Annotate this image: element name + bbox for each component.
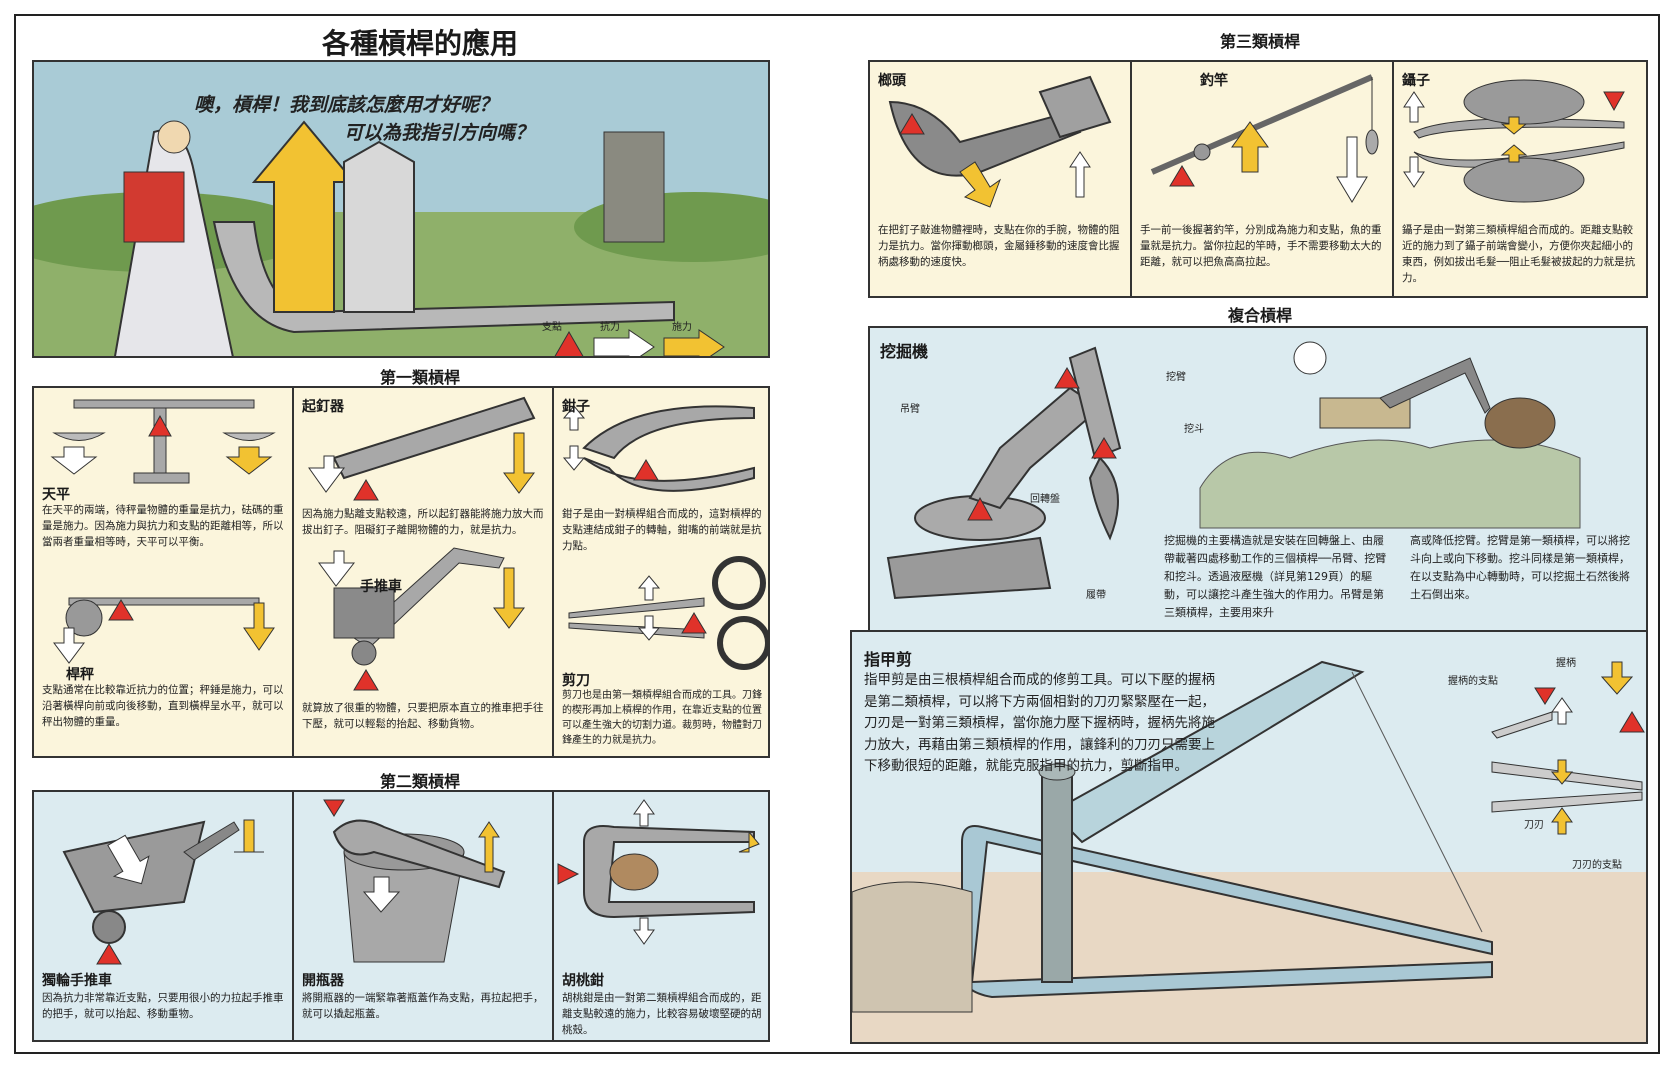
rod-illustration bbox=[1150, 74, 1379, 203]
label-track: 履帶 bbox=[1086, 590, 1106, 601]
nutcracker-title: 胡桃鉗 bbox=[562, 973, 604, 989]
nailpuller-illustration bbox=[308, 396, 536, 691]
label-blade: 刀刃 bbox=[1524, 820, 1544, 831]
cell-fishing-rod: 釣竿 手一前一後握著釣竿，分別成為施力和支點，魚的重量就是抗力。當你拉起的竿時，… bbox=[1130, 60, 1394, 298]
class2-heading: 第二類槓桿 bbox=[379, 772, 460, 791]
handtruck-text: 就算放了很重的物體，只要把原本直立的推車把手往下壓，就可以輕鬆的抬起、移動貨物。 bbox=[302, 702, 544, 730]
label-boom: 吊臂 bbox=[900, 404, 920, 415]
rod-text: 手一前一後握著釣竿，分別成為施力和支點，魚的重量就是抗力。當你拉起的竿時，手不需… bbox=[1140, 224, 1382, 268]
tweezers-title: 鑷子 bbox=[1402, 73, 1430, 89]
label-blade-fulcrum: 刀刃的支點 bbox=[1572, 860, 1622, 871]
cell-hammer: 榔頭 在把釘子敲進物體裡時，支點在你的手腕，物體的阻力是抗力。當你揮動榔頭，金屬… bbox=[868, 60, 1132, 298]
class3-heading: 第三類槓桿 bbox=[1219, 32, 1300, 51]
label-handle-fulcrum: 握柄的支點 bbox=[1448, 676, 1498, 687]
page-title: 各種槓桿的應用 bbox=[321, 27, 518, 60]
excavator-title: 挖掘機 bbox=[880, 342, 929, 361]
excavator-text-2: 高或降低挖臂。挖臂是第一類槓桿，可以將挖斗向上或向下移動。挖斗同樣是第一類槓桿，… bbox=[1410, 534, 1630, 601]
balance-illustration bbox=[50, 399, 276, 664]
tweezers-illustration bbox=[1403, 79, 1625, 203]
opener-text: 將開瓶器的一端緊靠著瓶蓋作為支點，再拉起把手，就可以撬起瓶蓋。 bbox=[302, 992, 544, 1020]
opener-title: 開瓶器 bbox=[302, 973, 344, 989]
nailpuller-title: 起釘器 bbox=[302, 399, 344, 415]
scissors-text: 剪刀也是由第一類槓桿組合而成的工具。刀鋒的楔形再加上槓桿的作用，在靠近支點的位置… bbox=[562, 690, 762, 746]
label-bucket: 挖斗 bbox=[1184, 424, 1204, 435]
cell-pliers-scissors: 鉗子 鉗子是由一對槓桿組合而成的，這對槓桿的支點連結成鉗子的轉軸，鉗嘴的前端就是… bbox=[552, 386, 770, 758]
excavator-illustration bbox=[886, 341, 1581, 600]
cell-wheelbarrow: 獨輪手推車 因為抗力非常靠近支點，只要用很小的力拉起手推車的把手，就可以抬起、移… bbox=[32, 790, 294, 1042]
cell-nutcracker: 胡桃鉗 胡桃鉗是由一對第二類槓桿組合而成的，距離支點較遠的施力，比較容易破壞堅硬… bbox=[552, 790, 770, 1042]
pliers-text: 鉗子是由一對槓桿組合而成的，這對槓桿的支點連結成鉗子的轉軸，鉗嘴的前端就是抗力點… bbox=[562, 508, 762, 552]
opener-illustration bbox=[323, 799, 506, 963]
tweezers-text: 鑷子是由一對第三類槓桿組合而成的。距離支點較近的施力到了鑷子前端會變小，方便你夾… bbox=[1402, 224, 1636, 284]
label-arm: 挖臂 bbox=[1166, 372, 1186, 383]
wheelbarrow-text: 因為抗力非常靠近支點，只要用很小的力拉起手推車的把手，就可以抬起、移動重物。 bbox=[42, 992, 284, 1020]
label-handle: 握柄 bbox=[1556, 658, 1576, 669]
scissors-title: 剪刀 bbox=[562, 673, 590, 689]
rod-title: 釣竿 bbox=[1200, 73, 1228, 89]
hammer-title: 榔頭 bbox=[878, 73, 906, 89]
compound-heading: 複合槓桿 bbox=[1227, 306, 1292, 325]
handtruck-title: 手推車 bbox=[360, 579, 402, 595]
wheelbarrow-illustration bbox=[62, 819, 264, 965]
intro-scene: 噢，槓桿！我到底該怎麼用才好呢？ 可以為我指引方向嗎？ 支點 抗力 施力 bbox=[32, 60, 770, 358]
wheelbarrow-title: 獨輪手推車 bbox=[42, 973, 112, 989]
clipper-illustration bbox=[852, 660, 1646, 1042]
cell-nailpuller-handtruck: 起釘器 因為施力點離支點較遠，所以起釘器能將施力放大而拔出釘子。阻礙釘子離開物體… bbox=[292, 386, 554, 758]
hammer-text: 在把釘子敲進物體裡時，支點在你的手腕，物體的阻力是抗力。當你揮動榔頭，金屬錘移動… bbox=[878, 224, 1120, 268]
cell-balance-steelyard: 天平 在天平的兩端，待秤量物體的重量是抗力，砝碼的重量是施力。因為施力與抗力和支… bbox=[32, 386, 294, 758]
hammer-illustration bbox=[888, 75, 1112, 208]
page-frame bbox=[14, 14, 1660, 1054]
nailpuller-text: 因為施力點離支點較遠，所以起釘器能將施力放大而拔出釘子。阻礙釘子離開物體的力，就… bbox=[302, 508, 544, 536]
balance-text: 在天平的兩端，待秤量物體的重量是抗力，砝碼的重量是施力。因為施力與抗力和支點的距… bbox=[42, 504, 284, 548]
speech-line-2: 可以為我指引方向嗎？ bbox=[344, 122, 535, 144]
nutcracker-illustration bbox=[557, 799, 760, 945]
nutcracker-text: 胡桃鉗是由一對第二類槓桿組合而成的，距離支點較遠的施力，比較容易破壞堅硬的胡桃殼… bbox=[562, 992, 762, 1036]
balance-title: 天平 bbox=[42, 487, 70, 503]
excavator-text-1: 挖掘機的主要構造就是安裝在回轉盤上、由履帶載著四處移動工作的三個槓桿──吊臂、挖… bbox=[1164, 534, 1387, 619]
intro-illustration bbox=[34, 62, 768, 356]
pliers-title: 鉗子 bbox=[562, 399, 590, 415]
clipper-text: 指甲剪是由三根槓桿組合而成的修剪工具。可以下壓的握柄是第二類槓桿，可以將下方兩個… bbox=[864, 672, 1215, 774]
nail-clipper-panel: 指甲剪 指甲剪是由三根槓桿組合而成的修剪工具。可以下壓的握柄是第二類槓桿，可以將… bbox=[850, 630, 1648, 1044]
legend-fulcrum-label: 支點 bbox=[542, 322, 562, 333]
steelyard-title: 桿秤 bbox=[66, 667, 94, 683]
class1-heading: 第一類槓桿 bbox=[379, 368, 460, 387]
speech-line-1: 噢，槓桿！我到底該怎麼用才好呢？ bbox=[194, 94, 499, 116]
steelyard-text: 支點通常在比較靠近抗力的位置；秤錘是施力，可以沿著橫桿向前或向後移動，直到橫桿呈… bbox=[42, 684, 284, 728]
cell-tweezers: 鑷子 鑷子是由一對第三類槓桿組合而成的。距離支點較近的施力到了鑷子前端會變小，方… bbox=[1392, 60, 1648, 298]
label-turntable: 回轉盤 bbox=[1030, 494, 1060, 505]
legend-resistance-label: 抗力 bbox=[600, 322, 620, 333]
legend-effort-label: 施力 bbox=[672, 322, 692, 333]
pliers-illustration bbox=[562, 405, 768, 670]
cell-bottle-opener: 開瓶器 將開瓶器的一端緊靠著瓶蓋作為支點，再拉起把手，就可以撬起瓶蓋。 bbox=[292, 790, 554, 1042]
clipper-title: 指甲剪 bbox=[864, 650, 913, 669]
excavator-panel: 挖掘機 吊臂 挖臂 挖斗 回轉盤 履帶 挖掘機的主要構造就是安裝在回轉盤上、由履… bbox=[868, 326, 1648, 632]
